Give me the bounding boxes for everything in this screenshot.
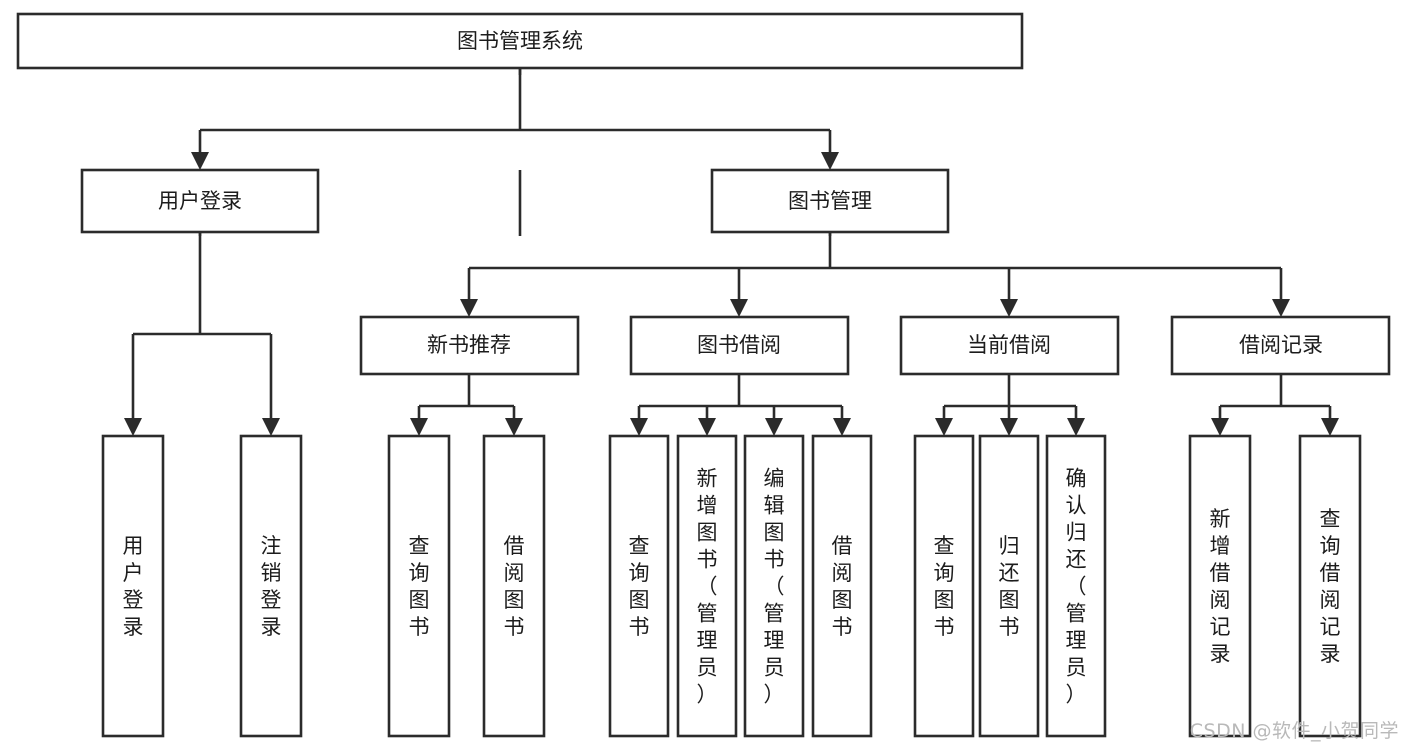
cover-rect bbox=[0, 75, 1405, 170]
arrow-bookborrow-leaf-0 bbox=[630, 418, 648, 436]
connectors-userlogin-leaves bbox=[124, 232, 280, 436]
leaf-box[interactable] bbox=[913, 434, 975, 738]
node-current-borrow-box[interactable] bbox=[899, 315, 1120, 376]
leaf-box[interactable] bbox=[1045, 434, 1107, 738]
arrow-borrowrecord-leaf-0 bbox=[1211, 418, 1229, 436]
arrow-currentborrow-leaf-1 bbox=[1000, 418, 1018, 436]
node-book-borrow-box[interactable] bbox=[629, 315, 850, 376]
arrow-to-borrow-record bbox=[1272, 299, 1290, 317]
cover-rect-2 bbox=[0, 236, 1405, 314]
leaf-layer: 用户登录 注销登录 查询图书 借阅图书 查询图书 新增图书 bbox=[101, 434, 1362, 738]
leaf-label: 新增借阅记录 bbox=[1210, 507, 1231, 666]
connectors-currentborrow-leaves bbox=[935, 374, 1085, 436]
leaf-current-borrow-0[interactable]: 查询图书 bbox=[913, 434, 975, 738]
leaf-label: 借阅图书 bbox=[504, 534, 525, 639]
leaf-box[interactable] bbox=[101, 434, 165, 738]
leaf-label: 查询图书 bbox=[409, 534, 430, 639]
leaf-box[interactable] bbox=[811, 434, 873, 738]
leaf-label: 归还图书 bbox=[999, 534, 1020, 639]
connectors-bookborrow-leaves bbox=[630, 374, 851, 436]
leaf-label: 用户登录 bbox=[123, 534, 144, 639]
leaf-label: 新增图书（管理员） bbox=[697, 467, 718, 707]
node-new-book-recommend-box[interactable] bbox=[359, 315, 580, 376]
node-book-manage-box[interactable] bbox=[710, 168, 950, 234]
leaf-current-borrow-1[interactable]: 归还图书 bbox=[978, 434, 1040, 738]
leaf-box[interactable] bbox=[239, 434, 303, 738]
leaf-label: 查询图书 bbox=[934, 534, 955, 639]
arrow-to-book-manage bbox=[821, 152, 839, 170]
arrow-bookborrow-leaf-2 bbox=[765, 418, 783, 436]
arrow-currentborrow-leaf-2 bbox=[1067, 418, 1085, 436]
node-new-book-recommend-label: 新书推荐 bbox=[427, 333, 511, 357]
node-root[interactable]: 图书管理系统 bbox=[16, 12, 1024, 70]
leaf-borrow-record-0[interactable]: 新增借阅记录 bbox=[1188, 434, 1252, 738]
leaf-label: 查询图书 bbox=[629, 534, 650, 639]
arrow-borrowrecord-leaf-1 bbox=[1321, 418, 1339, 436]
leaf-book-borrow-3[interactable]: 借阅图书 bbox=[811, 434, 873, 738]
leaf-box[interactable] bbox=[676, 434, 738, 738]
node-borrow-record[interactable]: 借阅记录 bbox=[1170, 315, 1391, 376]
leaf-box[interactable] bbox=[608, 434, 670, 738]
leaf-box[interactable] bbox=[482, 434, 546, 738]
node-user-login-label: 用户登录 bbox=[158, 189, 242, 213]
arrow-bookborrow-leaf-3 bbox=[833, 418, 851, 436]
node-book-borrow[interactable]: 图书借阅 bbox=[629, 315, 850, 376]
arrow-newbook-leaf-1 bbox=[505, 418, 523, 436]
leaf-book-borrow-2[interactable]: 编辑图书（管理员） bbox=[743, 434, 805, 738]
leaf-label: 编辑图书（管理员） bbox=[764, 467, 785, 707]
arrow-to-user-login bbox=[191, 152, 209, 170]
arrow-to-new-book bbox=[460, 299, 478, 317]
leaf-label: 借阅图书 bbox=[832, 534, 853, 639]
node-current-borrow-label: 当前借阅 bbox=[967, 333, 1051, 357]
node-root-box[interactable] bbox=[16, 12, 1024, 70]
leaf-label: 注销登录 bbox=[261, 534, 282, 639]
arrow-to-book-borrow bbox=[730, 299, 748, 317]
connectors-newbook-leaves bbox=[410, 374, 523, 436]
leaf-box[interactable] bbox=[1188, 434, 1252, 738]
connectors-level2-bookmanage bbox=[460, 232, 1290, 317]
node-user-login-box[interactable] bbox=[80, 168, 320, 234]
node-root-label: 图书管理系统 bbox=[457, 29, 583, 53]
leaf-box[interactable] bbox=[978, 434, 1040, 738]
leaf-new-book-1[interactable]: 借阅图书 bbox=[482, 434, 546, 738]
node-current-borrow[interactable]: 当前借阅 bbox=[899, 315, 1120, 376]
arrow-newbook-leaf-0 bbox=[410, 418, 428, 436]
node-book-manage-label: 图书管理 bbox=[788, 189, 872, 213]
node-book-borrow-label: 图书借阅 bbox=[697, 333, 781, 357]
leaf-borrow-record-1[interactable]: 查询借阅记录 bbox=[1298, 434, 1362, 738]
leaf-box[interactable] bbox=[1298, 434, 1362, 738]
leaf-box[interactable] bbox=[743, 434, 805, 738]
arrow-bookborrow-leaf-1 bbox=[698, 418, 716, 436]
leaf-book-borrow-0[interactable]: 查询图书 bbox=[608, 434, 670, 738]
arrow-userlogin-leaf-1 bbox=[262, 418, 280, 436]
leaf-user-login-1[interactable]: 注销登录 bbox=[239, 434, 303, 738]
leaf-label: 查询借阅记录 bbox=[1320, 507, 1341, 666]
leaf-new-book-0[interactable]: 查询图书 bbox=[387, 434, 451, 738]
csdn-watermark: CSDN @软件_小贺同学 bbox=[1189, 720, 1399, 742]
connectors-borrowrecord-leaves bbox=[1211, 374, 1339, 436]
leaf-label: 确认归还（管理员） bbox=[1066, 467, 1087, 707]
node-borrow-record-label: 借阅记录 bbox=[1239, 333, 1323, 357]
arrow-currentborrow-leaf-0 bbox=[935, 418, 953, 436]
arrow-to-current-borrow bbox=[1000, 299, 1018, 317]
leaf-user-login-0[interactable]: 用户登录 bbox=[101, 434, 165, 738]
node-book-manage[interactable]: 图书管理 bbox=[710, 168, 950, 234]
node-user-login[interactable]: 用户登录 bbox=[80, 168, 320, 234]
leaf-box[interactable] bbox=[387, 434, 451, 738]
node-borrow-record-box[interactable] bbox=[1170, 315, 1391, 376]
connectors-level1 bbox=[191, 68, 839, 170]
leaf-current-borrow-2[interactable]: 确认归还（管理员） bbox=[1045, 434, 1107, 738]
leaf-book-borrow-1[interactable]: 新增图书（管理员） bbox=[676, 434, 738, 738]
node-new-book-recommend[interactable]: 新书推荐 bbox=[359, 315, 580, 376]
arrow-userlogin-leaf-0 bbox=[124, 418, 142, 436]
